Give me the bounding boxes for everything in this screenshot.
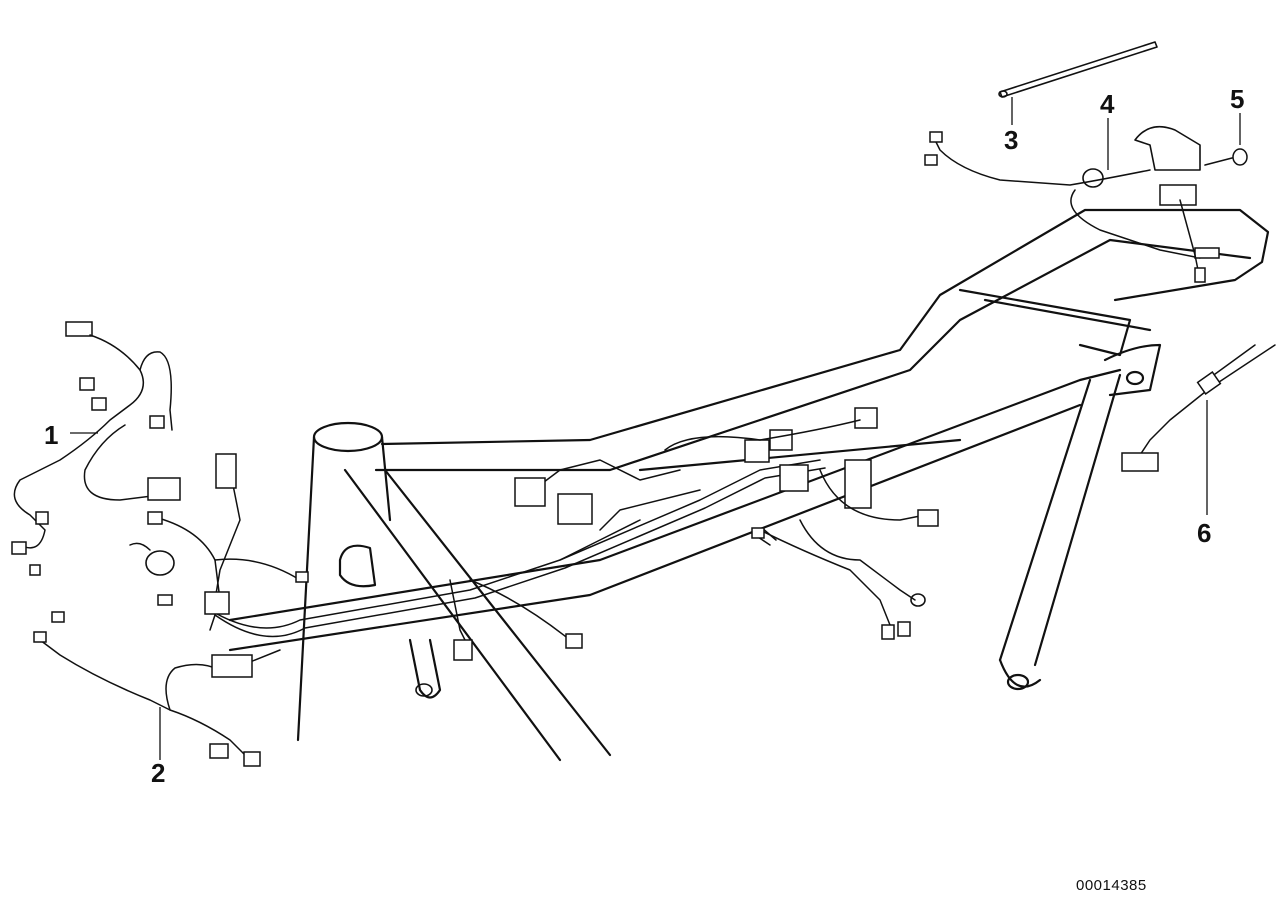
sensor-lead-item-6 [1121, 344, 1276, 472]
main-harness [209, 407, 939, 661]
callout-2: 2 [151, 758, 166, 788]
callout-1: 1 [44, 420, 59, 450]
ignition-harness [129, 453, 309, 631]
callout-5: 5 [1230, 84, 1245, 114]
leader-lines [70, 97, 1241, 760]
document-code: 00014385 [1076, 877, 1147, 894]
harness-item-2 [33, 611, 281, 767]
motorcycle-frame [228, 208, 1270, 762]
callout-3: 3 [1004, 125, 1019, 155]
cable-strap-item-3 [998, 41, 1158, 98]
harness-item-1 [11, 321, 181, 576]
rear-relay-item-4-5 [924, 125, 1248, 283]
callout-6: 6 [1197, 518, 1212, 548]
callout-4: 4 [1100, 89, 1115, 119]
